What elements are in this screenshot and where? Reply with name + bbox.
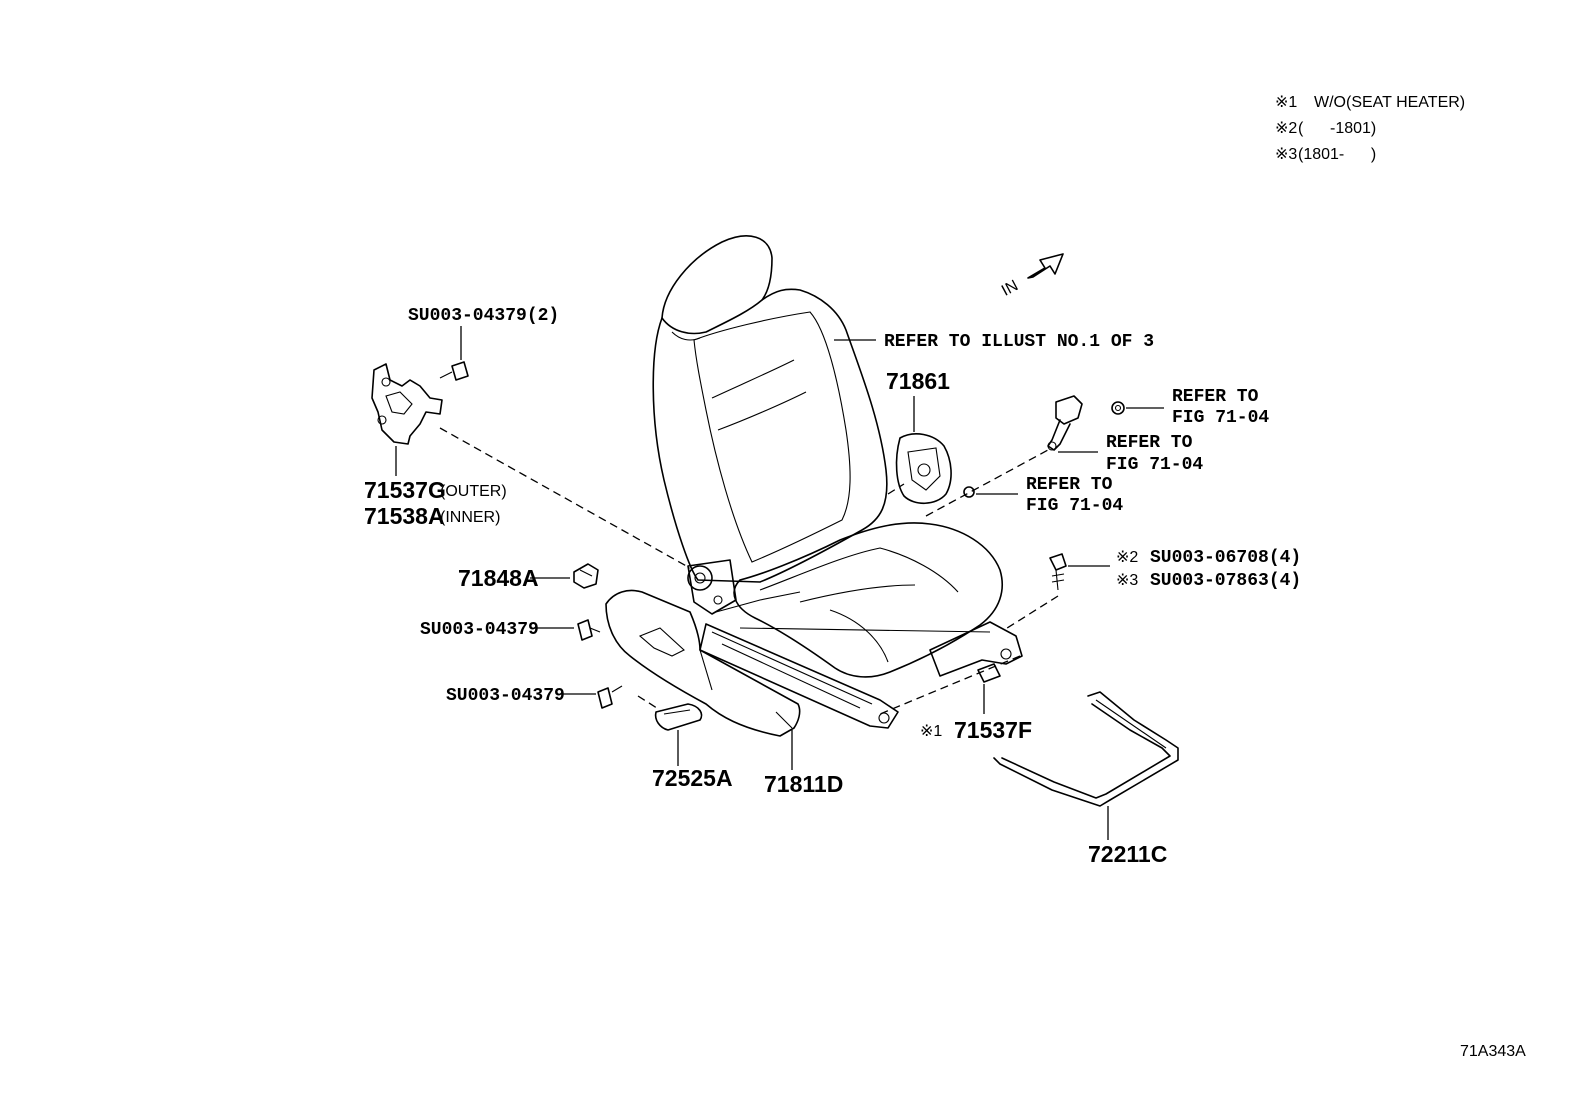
knob-72525a-part — [654, 703, 703, 731]
bracket-71537g-part — [371, 363, 443, 445]
bolt-low-label: SU003-04379 — [446, 686, 565, 706]
bolt-mid-part — [577, 619, 601, 641]
fig-71-04-2-label: FIG 71-04 — [1106, 455, 1203, 475]
fig-71-04-3-label: FIG 71-04 — [1026, 496, 1123, 516]
part-71811d-label: 71811D — [764, 771, 843, 797]
mark-3-label: ※3 — [1116, 572, 1138, 589]
seat-assembly — [652, 235, 1023, 729]
note-3-text: (1801- ) — [1298, 146, 1376, 163]
part-71537f-label: 71537F — [954, 717, 1032, 743]
direction-in-arrow-icon: IN — [999, 253, 1064, 300]
part-72211c-label: 72211C — [1088, 841, 1167, 867]
bolt-3-label: SU003-07863(4) — [1150, 571, 1301, 591]
part-72525a-label: 72525A — [652, 765, 733, 791]
part-71537g-label: 71537G — [364, 477, 446, 503]
mark-2-label: ※2 — [1116, 549, 1138, 566]
illustration-id: 71A343A — [1460, 1043, 1526, 1060]
bolt-top-part — [439, 361, 469, 381]
refer-to-2-label: REFER TO — [1106, 433, 1193, 453]
note-3-mark: ※3 — [1275, 146, 1297, 163]
part-71848a-label: 71848A — [458, 565, 539, 591]
wire-72211c-part — [993, 691, 1179, 807]
side-shield-71811d-part — [605, 589, 801, 737]
buckle-part — [1047, 395, 1125, 451]
notes-legend: ※1 W/O(SEAT HEATER) ※2 ( -1801) ※3 (1801… — [1275, 94, 1465, 163]
clip-71848a-part — [573, 563, 599, 589]
note-2-mark: ※2 — [1275, 120, 1297, 137]
refer-to-3-label: REFER TO — [1026, 475, 1113, 495]
direction-in-label: IN — [999, 277, 1021, 300]
bolt-right-part — [1049, 553, 1067, 591]
bolt-2-label: SU003-06708(4) — [1150, 548, 1301, 568]
refer-to-1-label: REFER TO — [1172, 387, 1259, 407]
part-71538a-label: 71538A — [364, 503, 445, 529]
inner-label: (INNER) — [440, 509, 500, 526]
part-71861-label: 71861 — [886, 368, 950, 394]
note-1-mark: ※1 — [1275, 94, 1297, 111]
note-1-text: W/O(SEAT HEATER) — [1314, 94, 1465, 111]
cover-71861-part — [895, 433, 952, 505]
mark-1-label: ※1 — [920, 723, 942, 740]
outer-label: (OUTER) — [440, 483, 507, 500]
pad-71537f-part — [977, 663, 1001, 683]
refer-illust-label: REFER TO ILLUST NO.1 OF 3 — [884, 332, 1154, 352]
bolt-top-label: SU003-04379(2) — [408, 306, 559, 326]
fig-71-04-1-label: FIG 71-04 — [1172, 408, 1269, 428]
note-2-text: ( -1801) — [1298, 120, 1376, 137]
bolt-mid-label: SU003-04379 — [420, 620, 539, 640]
bolt-low-part — [597, 685, 623, 709]
